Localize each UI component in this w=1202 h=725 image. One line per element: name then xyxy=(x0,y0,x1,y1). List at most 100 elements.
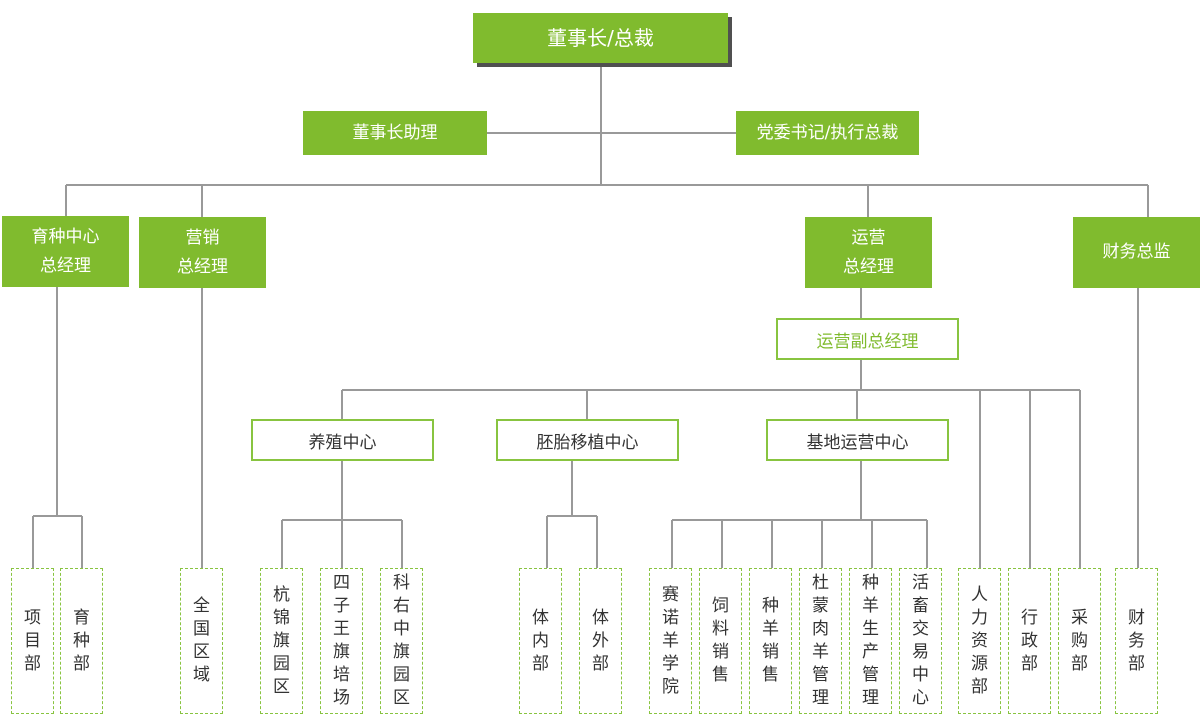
node-project-dept-char-1: 目 xyxy=(24,630,41,651)
node-admin-dept-char-2: 部 xyxy=(1021,653,1038,674)
node-breeding-dept-char-2: 部 xyxy=(73,653,90,674)
node-admin-dept: 行政部 xyxy=(1008,568,1051,714)
node-siziwang-farm-char-2: 王 xyxy=(333,619,350,639)
node-livestock-trade-center: 活畜交易中心 xyxy=(899,568,942,714)
node-breed-production-mgmt-char-3: 产 xyxy=(862,642,879,662)
node-keyou-park-char-4: 园 xyxy=(393,665,410,685)
node-siziwang-farm: 四子王旗培场 xyxy=(320,568,363,714)
node-farming-center: 养殖中心 xyxy=(251,419,434,461)
node-in-vitro-dept-char-2: 部 xyxy=(592,653,609,674)
node-in-vitro-dept-char-1: 外 xyxy=(592,630,609,651)
node-chairman-assistant: 董事长助理 xyxy=(303,111,487,155)
node-in-vitro-dept: 体外部 xyxy=(579,568,622,714)
node-breed-sheep-sales-char-1: 羊 xyxy=(762,619,779,639)
node-keyou-park: 科右中旗园区 xyxy=(380,568,423,714)
node-livestock-trade-center-char-4: 中 xyxy=(912,665,929,685)
node-breed-sheep-sales: 种羊销售 xyxy=(749,568,792,714)
node-feed-sales: 饲料销售 xyxy=(699,568,742,714)
node-operations-deputy: 运营副总经理 xyxy=(776,318,959,360)
node-admin-dept-char-0: 行 xyxy=(1021,607,1038,628)
node-finance-dept-char-2: 部 xyxy=(1128,653,1145,674)
node-purchasing-dept-char-0: 采 xyxy=(1071,607,1088,628)
node-dumeng-meat-mgmt-char-3: 羊 xyxy=(812,642,829,662)
node-purchasing-dept-char-2: 部 xyxy=(1071,653,1088,674)
node-hr-dept-char-3: 源 xyxy=(971,653,988,674)
node-hr-dept-char-0: 人 xyxy=(971,584,988,605)
node-breed-production-mgmt-char-0: 种 xyxy=(862,573,879,593)
node-national-region-char-2: 区 xyxy=(193,642,210,662)
node-breeding-dept: 育种部 xyxy=(60,568,103,714)
node-keyou-park-char-3: 旗 xyxy=(393,642,410,662)
node-hr-dept: 人力资源部 xyxy=(958,568,1001,714)
node-hangjin-park-char-4: 区 xyxy=(273,676,290,697)
node-keyou-park-char-0: 科 xyxy=(393,573,410,593)
node-feed-sales-char-2: 销 xyxy=(712,642,729,662)
node-breeding-center-line1: 育种中心 xyxy=(31,226,100,247)
node-hangjin-park-char-2: 旗 xyxy=(273,630,290,651)
node-siziwang-farm-char-4: 培 xyxy=(333,665,350,685)
node-marketing-line1: 营销 xyxy=(185,227,220,248)
node-finance-dept-char-0: 财 xyxy=(1128,607,1145,628)
node-keyou-park-char-1: 右 xyxy=(393,596,410,616)
node-sainuo-academy: 赛诺羊学院 xyxy=(649,568,692,714)
node-keyou-park-char-5: 区 xyxy=(393,688,410,708)
node-operations-line2: 总经理 xyxy=(843,256,894,277)
node-siziwang-farm-char-1: 子 xyxy=(333,596,350,616)
node-operations-deputy-label: 运营副总经理 xyxy=(816,331,919,352)
node-in-vitro-dept-char-0: 体 xyxy=(592,607,609,628)
node-farming-center-label: 养殖中心 xyxy=(308,432,377,453)
node-marketing: 营销 总经理 xyxy=(139,217,266,288)
node-embryo-center: 胚胎移植中心 xyxy=(496,419,679,461)
node-breed-sheep-sales-char-3: 售 xyxy=(762,665,779,685)
node-finance-director-label: 财务总监 xyxy=(1102,242,1171,262)
node-national-region-char-3: 域 xyxy=(193,665,210,685)
node-siziwang-farm-char-3: 旗 xyxy=(333,642,350,662)
node-breeding-dept-char-0: 育 xyxy=(73,607,90,628)
node-in-vivo-dept-char-0: 体 xyxy=(532,607,549,628)
node-livestock-trade-center-char-0: 活 xyxy=(912,573,929,593)
node-breed-sheep-sales-char-2: 销 xyxy=(762,642,779,662)
node-operations: 运营 总经理 xyxy=(805,217,932,288)
node-hr-dept-char-4: 部 xyxy=(971,676,988,697)
node-dumeng-meat-mgmt-char-2: 肉 xyxy=(812,619,829,639)
node-livestock-trade-center-char-1: 畜 xyxy=(912,596,929,616)
node-hr-dept-char-1: 力 xyxy=(971,607,988,628)
node-hr-dept-char-2: 资 xyxy=(971,630,988,651)
node-chairman-assistant-label: 董事长助理 xyxy=(352,122,438,143)
node-breeding-dept-char-1: 种 xyxy=(73,630,90,651)
node-hangjin-park: 杭锦旗园区 xyxy=(260,568,303,714)
node-livestock-trade-center-char-5: 心 xyxy=(912,688,929,708)
node-in-vivo-dept-char-1: 内 xyxy=(532,630,549,651)
node-sainuo-academy-char-3: 学 xyxy=(662,653,679,674)
node-project-dept-char-2: 部 xyxy=(24,653,41,674)
node-sainuo-academy-char-0: 赛 xyxy=(662,584,679,605)
node-national-region-char-0: 全 xyxy=(193,596,210,616)
node-keyou-park-char-2: 中 xyxy=(393,619,410,639)
node-embryo-center-label: 胚胎移植中心 xyxy=(536,432,639,453)
node-base-operations-center: 基地运营中心 xyxy=(766,419,949,461)
node-project-dept-char-0: 项 xyxy=(24,607,41,628)
node-dumeng-meat-mgmt-char-5: 理 xyxy=(812,688,829,708)
node-breed-production-mgmt: 种羊生产管理 xyxy=(849,568,892,714)
node-siziwang-farm-char-0: 四 xyxy=(333,573,350,593)
node-party-secretary-label: 党委书记/执行总裁 xyxy=(756,122,899,143)
node-breed-sheep-sales-char-0: 种 xyxy=(762,596,779,616)
node-in-vivo-dept: 体内部 xyxy=(519,568,562,714)
node-national-region-char-1: 国 xyxy=(193,619,210,639)
node-breed-production-mgmt-char-4: 管 xyxy=(862,665,879,685)
node-purchasing-dept: 采购部 xyxy=(1058,568,1101,714)
node-breed-production-mgmt-char-1: 羊 xyxy=(862,596,879,616)
node-national-region: 全国区域 xyxy=(180,568,223,714)
node-breeding-center: 育种中心 总经理 xyxy=(2,216,129,287)
node-sainuo-academy-char-2: 羊 xyxy=(662,630,679,651)
node-breed-production-mgmt-char-2: 生 xyxy=(862,619,879,639)
node-operations-line1: 运营 xyxy=(851,227,886,248)
node-siziwang-farm-char-5: 场 xyxy=(333,688,350,708)
node-hangjin-park-char-3: 园 xyxy=(273,653,290,674)
node-in-vivo-dept-char-2: 部 xyxy=(532,653,549,674)
node-admin-dept-char-1: 政 xyxy=(1021,630,1038,651)
node-sainuo-academy-char-1: 诺 xyxy=(662,607,679,628)
node-feed-sales-char-0: 饲 xyxy=(712,596,729,616)
